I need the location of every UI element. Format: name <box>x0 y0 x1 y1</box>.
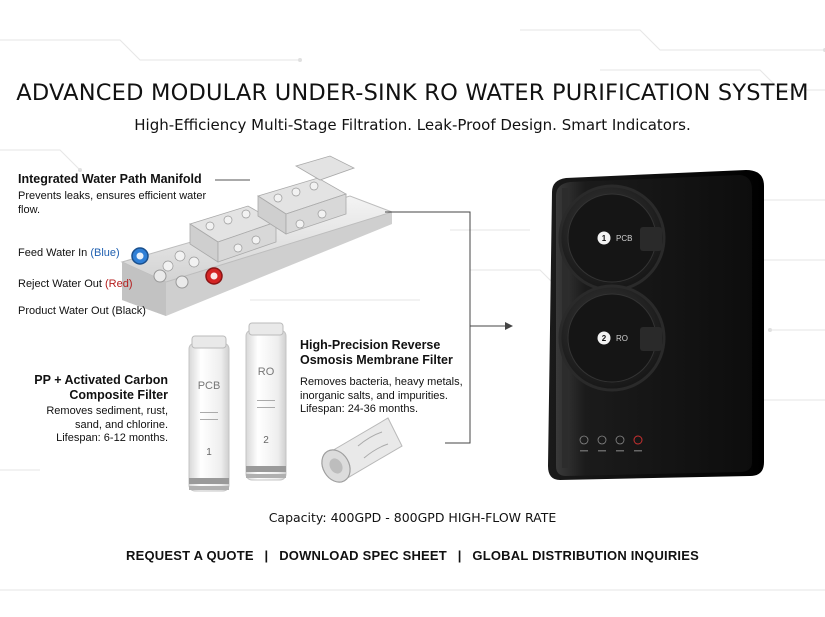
page-title: ADVANCED MODULAR UNDER-SINK RO WATER PUR… <box>16 80 809 106</box>
pp-filter-lifespan: Lifespan: 6-12 months. <box>56 432 168 444</box>
ro-filter-lifespan: Lifespan: 24-36 months. <box>300 403 419 415</box>
module-2-number: 2 <box>602 334 607 343</box>
ro-filter-title: High-Precision Reverse Osmosis Membrane … <box>300 338 453 367</box>
cta-separator-1: | <box>264 548 269 563</box>
reject-water-color: (Red) <box>105 278 133 290</box>
feed-water-color: (Blue) <box>90 247 120 259</box>
manifold-description: Prevents leaks, ensures efficient water … <box>18 190 207 216</box>
page-subtitle: High-Efficiency Multi-Stage Filtration. … <box>134 116 691 134</box>
reject-water-text: Reject Water Out <box>18 278 102 290</box>
call-to-action-bar: REQUEST A QUOTE | DOWNLOAD SPEC SHEET | … <box>0 548 825 563</box>
feed-water-text: Feed Water In <box>18 247 88 259</box>
download-spec-link[interactable]: DOWNLOAD SPEC SHEET <box>279 548 447 563</box>
request-quote-link[interactable]: REQUEST A QUOTE <box>126 548 254 563</box>
module-1-number: 1 <box>602 234 607 243</box>
pp-cartridge-label: PCB <box>198 380 221 392</box>
pp-filter-desc-text: Removes sediment, rust, sand, and chlori… <box>46 405 168 431</box>
pp-cartridge-number: 1 <box>206 447 212 458</box>
arrow-icon <box>385 211 505 444</box>
ro-filter-desc-text: Removes bacteria, heavy metals, inorgani… <box>300 376 463 402</box>
ro-cartridge-image: RO 2 <box>245 322 287 481</box>
feed-water-label: Feed Water In (Blue) <box>18 247 120 259</box>
manifold-title: Integrated Water Path Manifold <box>18 172 202 186</box>
ro-filter-description: Removes bacteria, heavy metals, inorgani… <box>300 376 485 417</box>
capacity-text: Capacity: 400GPD - 800GPD HIGH-FLOW RATE <box>268 510 557 525</box>
product-water-label: Product Water Out (Black) <box>18 305 146 317</box>
module-1-label: PCB <box>616 234 632 243</box>
distribution-inquiries-link[interactable]: GLOBAL DISTRIBUTION INQUIRIES <box>472 548 699 563</box>
pp-cartridge-image: PCB 1 <box>188 335 230 492</box>
manifold-image <box>120 155 394 316</box>
ro-cartridge-label: RO <box>258 366 275 378</box>
purifier-unit-image: 1 PCB 2 RO <box>548 170 764 480</box>
ro-cartridge-number: 2 <box>263 435 269 446</box>
pp-filter-description: Removes sediment, rust, sand, and chlori… <box>20 405 168 446</box>
module-2-label: RO <box>616 334 628 343</box>
ro-membrane-image <box>321 417 403 483</box>
pp-filter-title: PP + Activated Carbon Composite Filter <box>34 373 168 402</box>
cta-separator-2: | <box>457 548 462 563</box>
reject-water-label: Reject Water Out (Red) <box>18 278 133 290</box>
